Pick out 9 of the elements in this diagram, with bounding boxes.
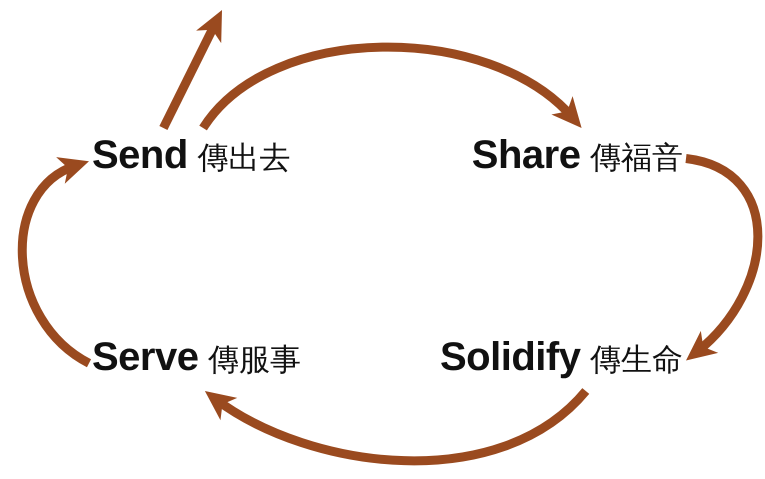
step-label: Serve 傳服事	[92, 333, 302, 388]
step-label: Solidify 傳生命	[440, 333, 683, 388]
arrow	[159, 10, 222, 130]
step-label: Share 傳福音	[472, 131, 683, 186]
curved-arrow	[204, 388, 589, 466]
curved-arrow	[685, 154, 762, 362]
curved-arrow	[200, 42, 583, 131]
step-label: Send 傳出去	[92, 131, 290, 186]
curved-arrow	[18, 160, 92, 368]
